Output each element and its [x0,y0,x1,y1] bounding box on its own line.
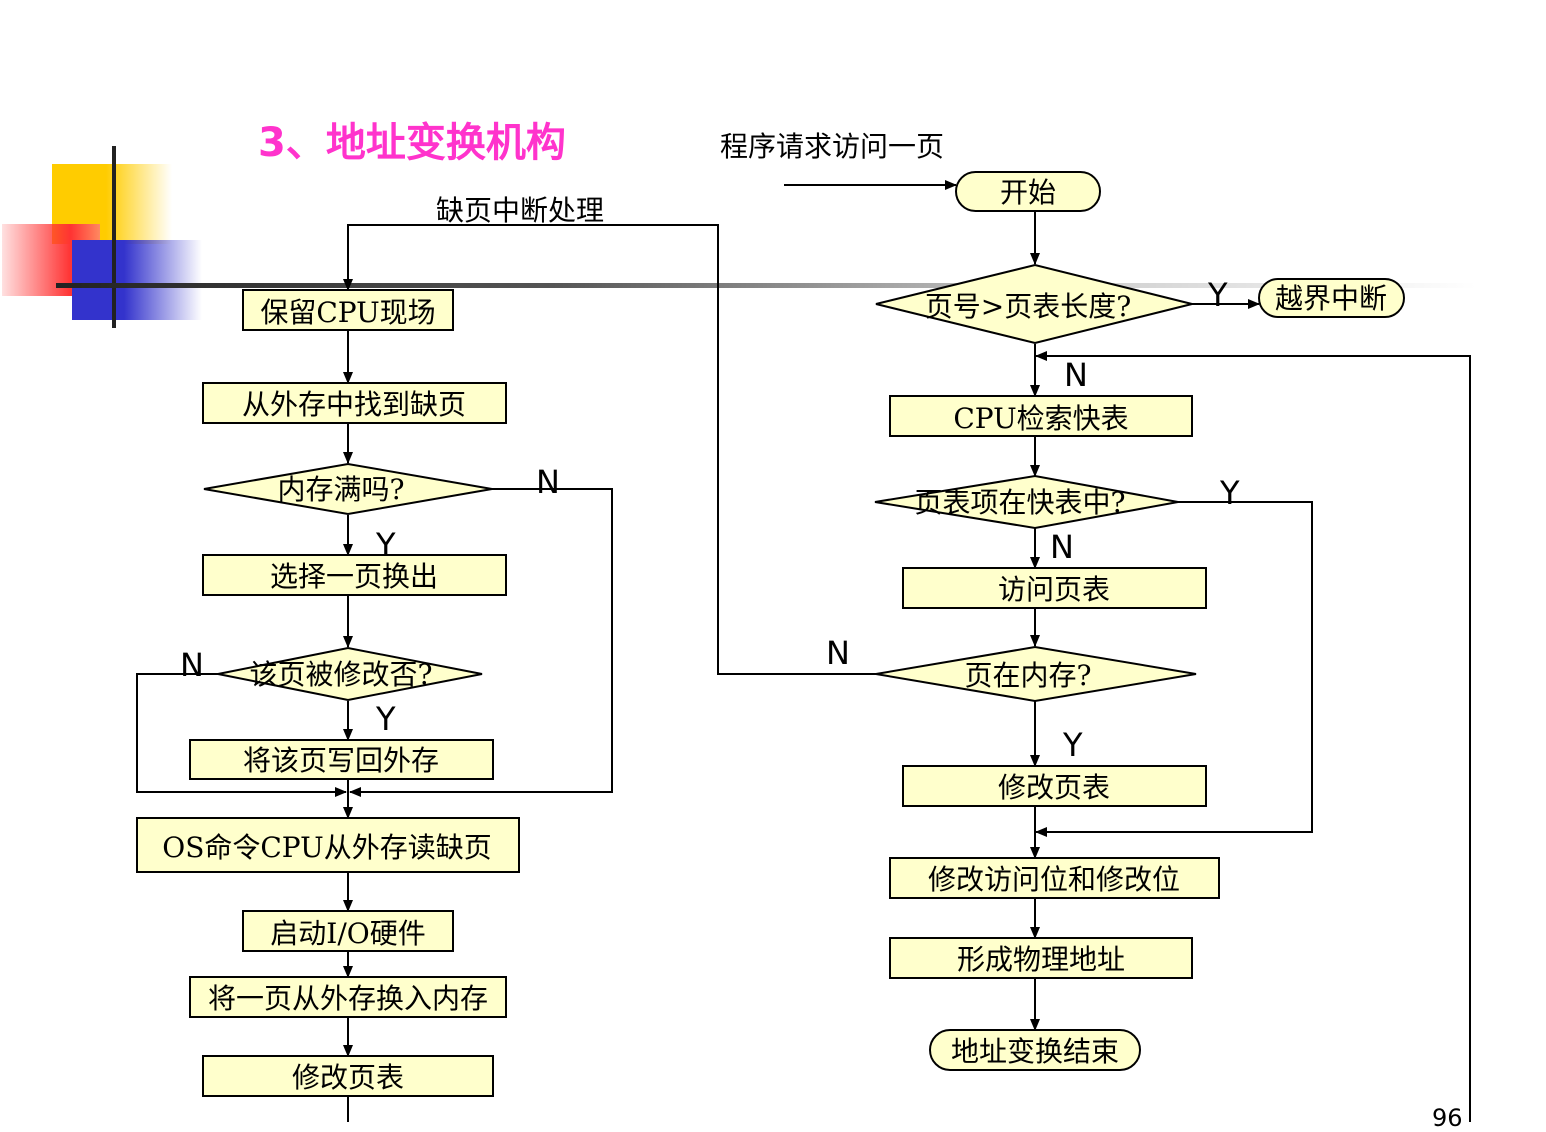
node-swap-in-label: 将一页从外存换入内存 [208,982,488,1015]
node-write-back: 将该页写回外存 [189,739,494,780]
mem-yes-label: Y [1062,726,1083,764]
bounds-yes-label: Y [1207,276,1228,314]
node-check-bounds: 页号>页表长度? [875,263,1193,345]
node-modify-page-table-left: 修改页表 [202,1055,494,1097]
node-find-page-label: 从外存中找到缺页 [242,388,466,421]
node-end-label: 地址变换结束 [951,1035,1119,1068]
node-os-read: OS命令CPU从外存读缺页 [136,817,520,873]
edge-mem-no [343,224,876,675]
request-caption: 程序请求访问一页 [720,130,944,163]
node-modify-bits-label: 修改访问位和修改位 [928,863,1180,896]
node-start-io: 启动I/O硬件 [242,910,454,952]
node-access-page-table: 访问页表 [902,567,1207,609]
deco-vertical-line [112,146,116,328]
mem-no-label: N [826,634,850,672]
node-start-io-label: 启动I/O硬件 [270,917,425,950]
tlb-no-label: N [1050,528,1074,566]
modified-yes-label: Y [375,700,396,738]
node-search-tlb: CPU检索快表 [889,395,1193,437]
node-memory-full-label: 内存满吗? [277,473,404,506]
node-modify-page-table-right: 修改页表 [902,765,1207,807]
node-page-modified-label: 该页被修改否? [249,658,432,691]
node-find-page: 从外存中找到缺页 [202,382,507,424]
node-in-memory-label: 页在内存? [964,659,1091,692]
page-fault-caption: 缺页中断处理 [436,194,604,227]
node-start: 开始 [955,171,1101,212]
node-access-page-table-label: 访问页表 [998,573,1110,606]
node-physical-address-label: 形成物理地址 [957,943,1125,976]
node-swap-in: 将一页从外存换入内存 [189,976,507,1018]
node-out-of-bounds: 越界中断 [1258,278,1405,318]
edge-return-loop [1035,351,1471,1122]
edge-full-no [349,488,613,797]
deco-blue-square [72,240,202,320]
node-end: 地址变换结束 [929,1029,1141,1071]
node-save-cpu: 保留CPU现场 [242,289,454,331]
node-select-page: 选择一页换出 [202,554,507,596]
node-memory-full: 内存满吗? [203,462,493,516]
deco-horizontal-line [56,283,1476,288]
edge-modified-no [136,673,347,797]
slide-title: 3、地址变换机构 [258,120,566,166]
tlb-yes-label: Y [1219,474,1240,512]
node-save-cpu-label: 保留CPU现场 [260,296,435,329]
node-modify-page-table-left-label: 修改页表 [292,1061,404,1094]
node-start-label: 开始 [1000,176,1056,209]
node-page-modified: 该页被修改否? [217,646,483,702]
page-number: 96 [1432,1104,1463,1132]
node-out-of-bounds-label: 越界中断 [1275,282,1387,315]
node-in-tlb-label: 页表项在快表中? [914,486,1125,519]
full-yes-label: Y [375,526,396,564]
node-modify-bits: 修改访问位和修改位 [889,857,1220,899]
edge-tlb-yes [1035,501,1313,837]
modified-no-label: N [180,646,204,684]
node-in-memory: 页在内存? [875,645,1197,703]
node-check-bounds-label: 页号>页表长度? [925,290,1131,323]
node-write-back-label: 将该页写回外存 [243,744,439,777]
node-select-page-label: 选择一页换出 [270,560,438,593]
node-search-tlb-label: CPU检索快表 [953,402,1128,435]
node-modify-page-table-right-label: 修改页表 [998,771,1110,804]
bounds-no-label: N [1064,356,1088,394]
full-no-label: N [536,463,560,501]
node-os-read-label: OS命令CPU从外存读缺页 [162,831,492,864]
node-in-tlb: 页表项在快表中? [874,474,1179,530]
node-physical-address: 形成物理地址 [889,937,1193,979]
